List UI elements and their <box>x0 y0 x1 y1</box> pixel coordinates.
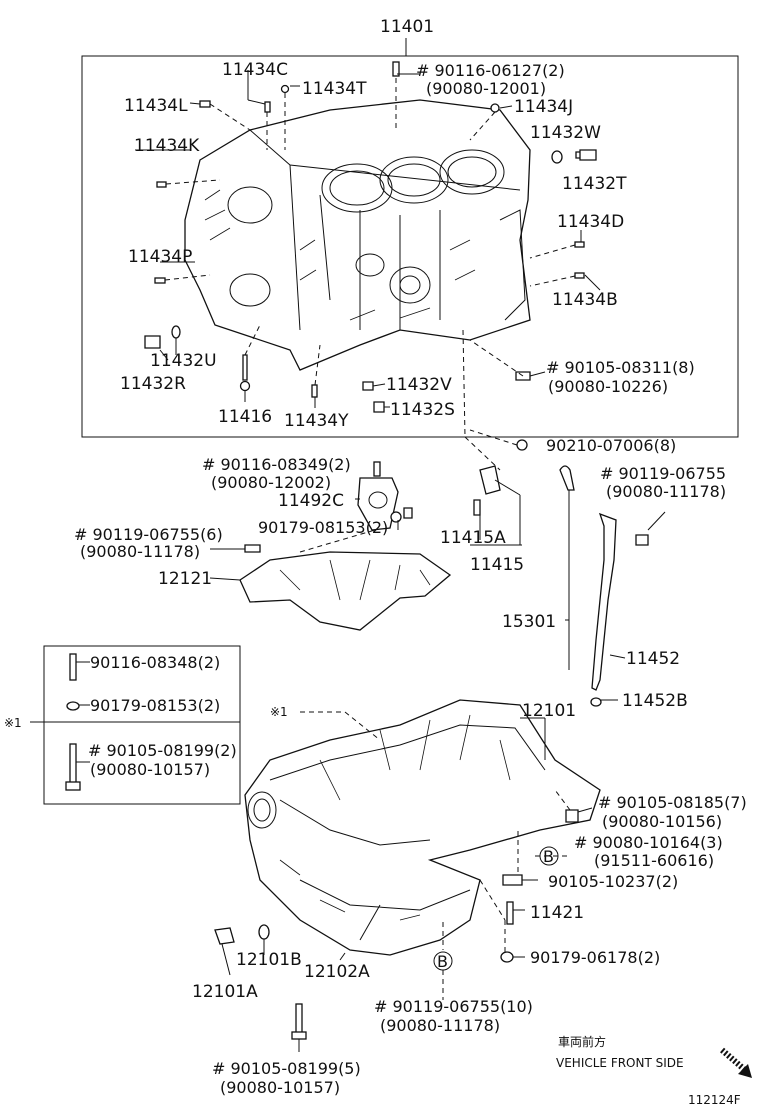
label-90080-10226: (90080-10226) <box>548 377 668 396</box>
vehicle-front-label-jp: 車両前方 <box>558 1034 606 1049</box>
label-11415: 11415 <box>470 555 524 575</box>
label-11432R: 11432R <box>120 374 186 394</box>
label-90116-08348: 90116-08348(2) <box>90 653 220 672</box>
oil-pan-drawing <box>244 699 601 956</box>
label-90119-06755-right: # 90119-06755 <box>600 464 726 483</box>
label-12101B: 12101B <box>236 950 302 970</box>
middle-parts <box>210 429 666 553</box>
label-90105-08185: # 90105-08185(7) <box>598 793 747 812</box>
label-11434T: 11434T <box>302 79 367 99</box>
label-11432T: 11432T <box>562 174 627 194</box>
label-90080-10157-bottom: (90080-10157) <box>220 1078 340 1097</box>
label-11452: 11452 <box>626 649 680 669</box>
label-11434L: 11434L <box>124 96 188 116</box>
label-90210-07006: 90210-07006(8) <box>546 436 676 455</box>
label-11415A: 11415A <box>440 528 506 548</box>
label-90080-11178-right: (90080-11178) <box>606 482 726 501</box>
label-90116-06127: # 90116-06127(2) <box>416 61 565 80</box>
vehicle-front-arrow-icon <box>720 1047 752 1078</box>
ref1-box-parts <box>65 653 90 791</box>
label-11421: 11421 <box>530 903 584 923</box>
label-11432W: 11432W <box>530 123 601 143</box>
label-90119-06755-left: # 90119-06755(6) <box>74 525 223 544</box>
label-ref1-pan: ※1 <box>270 705 288 719</box>
label-12101A: 12101A <box>192 982 258 1002</box>
label-90080-11178-bottom: (90080-11178) <box>380 1016 500 1035</box>
label-90105-08199-box: # 90105-08199(2) <box>88 741 237 760</box>
oil-strainer-drawing <box>239 551 452 631</box>
ref-b-marker-1 <box>539 846 559 866</box>
label-11492C: 11492C <box>278 491 344 511</box>
label-90179-08153-box: 90179-08153(2) <box>90 696 220 715</box>
label-90105-08199-bottom: # 90105-08199(5) <box>212 1059 361 1078</box>
label-90080-10156: (90080-10156) <box>602 812 722 831</box>
oil-pan-small-parts <box>214 789 593 1052</box>
label-90105-08311: # 90105-08311(8) <box>546 358 695 377</box>
label-11434J: 11434J <box>514 97 573 117</box>
label-11416: 11416 <box>218 407 272 427</box>
label-15301: 15301 <box>502 612 556 632</box>
label-90080-10157-box: (90080-10157) <box>90 760 210 779</box>
block-leader-lines <box>135 70 601 438</box>
dipstick-and-guide <box>559 465 626 707</box>
label-90080-11178-left: (90080-11178) <box>80 542 200 561</box>
label-12121: 12121 <box>158 569 212 589</box>
label-11434P: 11434P <box>128 247 192 267</box>
label-11401: 11401 <box>380 17 434 37</box>
ref-b-marker-2 <box>433 951 453 971</box>
label-91511-60616: (91511-60616) <box>594 851 714 870</box>
label-11452B: 11452B <box>622 691 688 711</box>
label-11432S: 11432S <box>390 400 455 420</box>
label-11434B: 11434B <box>552 290 618 310</box>
label-90105-10237: 90105-10237(2) <box>548 872 678 891</box>
label-b-ref-1: B <box>543 847 554 866</box>
cylinder-block-frame <box>81 55 739 438</box>
cylinder-block-drawing <box>184 99 531 371</box>
label-11432V: 11432V <box>386 375 452 395</box>
label-ref1-left: ※1 <box>4 716 22 730</box>
vehicle-front-label-en: VEHICLE FRONT SIDE <box>556 1056 684 1070</box>
label-11434C: 11434C <box>222 60 288 80</box>
label-12101: 12101 <box>522 701 576 721</box>
label-11432U: 11432U <box>150 351 217 371</box>
label-11434D: 11434D <box>557 212 624 232</box>
label-b-ref-2: B <box>437 952 448 971</box>
label-90116-08349: # 90116-08349(2) <box>202 455 351 474</box>
label-90179-06178: 90179-06178(2) <box>530 948 660 967</box>
label-90080-12002: (90080-12002) <box>211 473 331 492</box>
label-90119-06755-bottom: # 90119-06755(10) <box>374 997 533 1016</box>
label-11434K: 11434K <box>134 136 200 156</box>
label-90080-10164: # 90080-10164(3) <box>574 833 723 852</box>
label-90080-12001: (90080-12001) <box>426 79 546 98</box>
label-12102A: 12102A <box>304 962 370 982</box>
figure-id: 112124F <box>688 1093 741 1107</box>
label-90179-08153-top: 90179-08153(2) <box>258 518 388 537</box>
label-11434Y: 11434Y <box>284 411 349 431</box>
ref1-box <box>43 645 241 805</box>
